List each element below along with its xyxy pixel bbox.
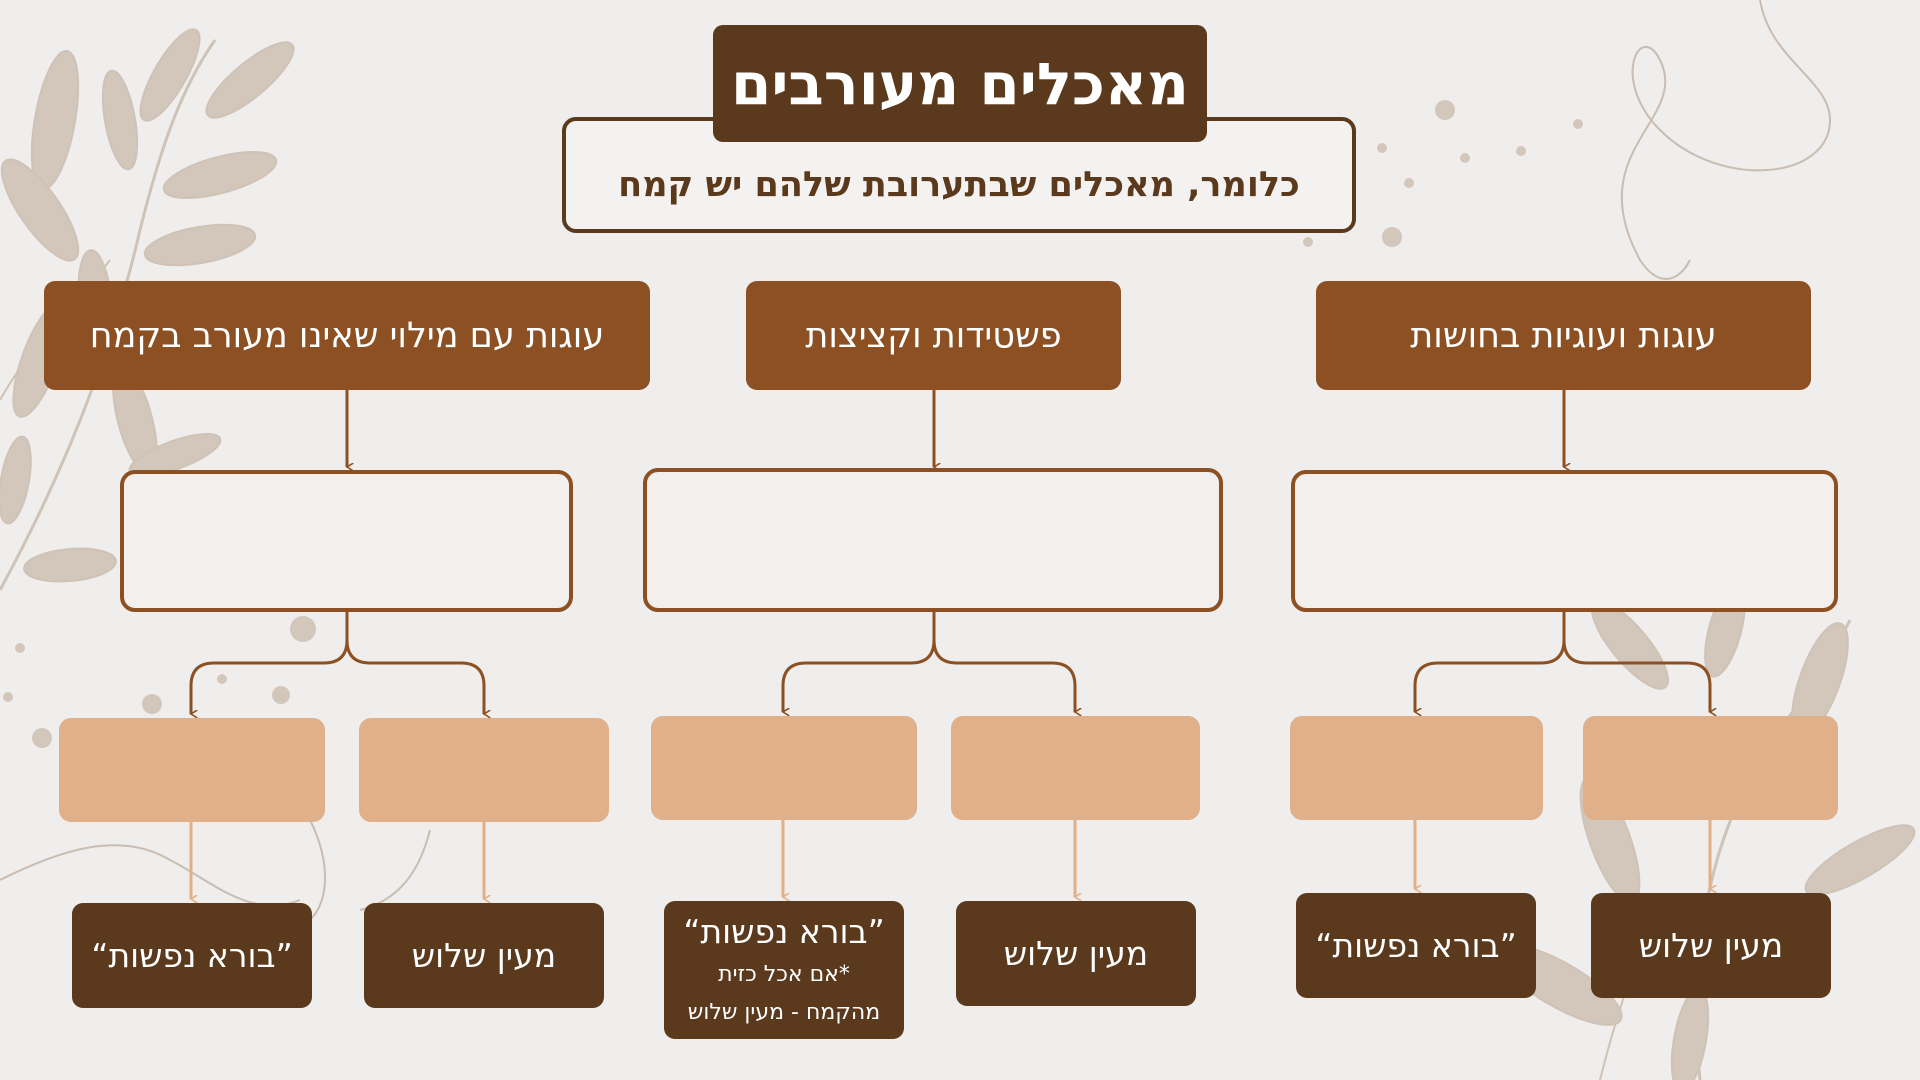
peach-box-3a — [359, 718, 609, 822]
result-box-3a: מעין שלוש — [364, 903, 604, 1008]
peach-box-3b — [59, 718, 325, 822]
result-text: ”בורא נפשות“ — [1315, 926, 1517, 965]
result-box-1a: מעין שלוש — [1591, 893, 1831, 998]
leaf-branch-left-icon — [0, 28, 295, 591]
result-text: ”בורא נפשות“ — [91, 936, 293, 975]
category-label: עוגות ועוגיות בחושות — [1410, 315, 1717, 356]
empty-box-1 — [1291, 470, 1838, 612]
peach-box-2a — [951, 716, 1200, 820]
category-label: פשטידות וקציצות — [805, 315, 1062, 356]
dots-decoration — [3, 100, 1583, 748]
title-box: מאכלים מעורבים — [713, 25, 1207, 142]
result-text: מעין שלוש — [1003, 934, 1149, 973]
page-title: מאכלים מעורבים — [730, 49, 1190, 118]
peach-box-1b — [1290, 716, 1543, 820]
result-text: ”בורא נפשות“ — [683, 912, 885, 951]
result-box-3b: ”בורא נפשות“ — [72, 903, 312, 1008]
result-note-line2: מהקמח - מעין שלוש — [687, 1000, 881, 1025]
peach-box-1a — [1583, 716, 1838, 820]
empty-box-3 — [120, 470, 573, 612]
result-box-2a: מעין שלוש — [956, 901, 1196, 1006]
peach-box-2b — [651, 716, 917, 820]
subtitle-text: כלומר, מאכלים שבתערובת שלהם יש קמח — [618, 165, 1300, 205]
category-label: עוגות עם מילוי שאינו מעורב בקמח — [89, 315, 605, 356]
category-header-3: עוגות עם מילוי שאינו מעורב בקמח — [44, 281, 650, 390]
result-text: מעין שלוש — [1638, 926, 1784, 965]
result-box-2b: ”בורא נפשות“ *אם אכל כזית מהקמח - מעין ש… — [664, 901, 904, 1039]
category-header-1: עוגות ועוגיות בחושות — [1316, 281, 1811, 390]
category-header-2: פשטידות וקציצות — [746, 281, 1121, 390]
empty-box-2 — [643, 468, 1223, 612]
result-note-line1: *אם אכל כזית — [718, 962, 850, 987]
result-box-1b: ”בורא נפשות“ — [1296, 893, 1536, 998]
result-text: מעין שלוש — [411, 936, 557, 975]
